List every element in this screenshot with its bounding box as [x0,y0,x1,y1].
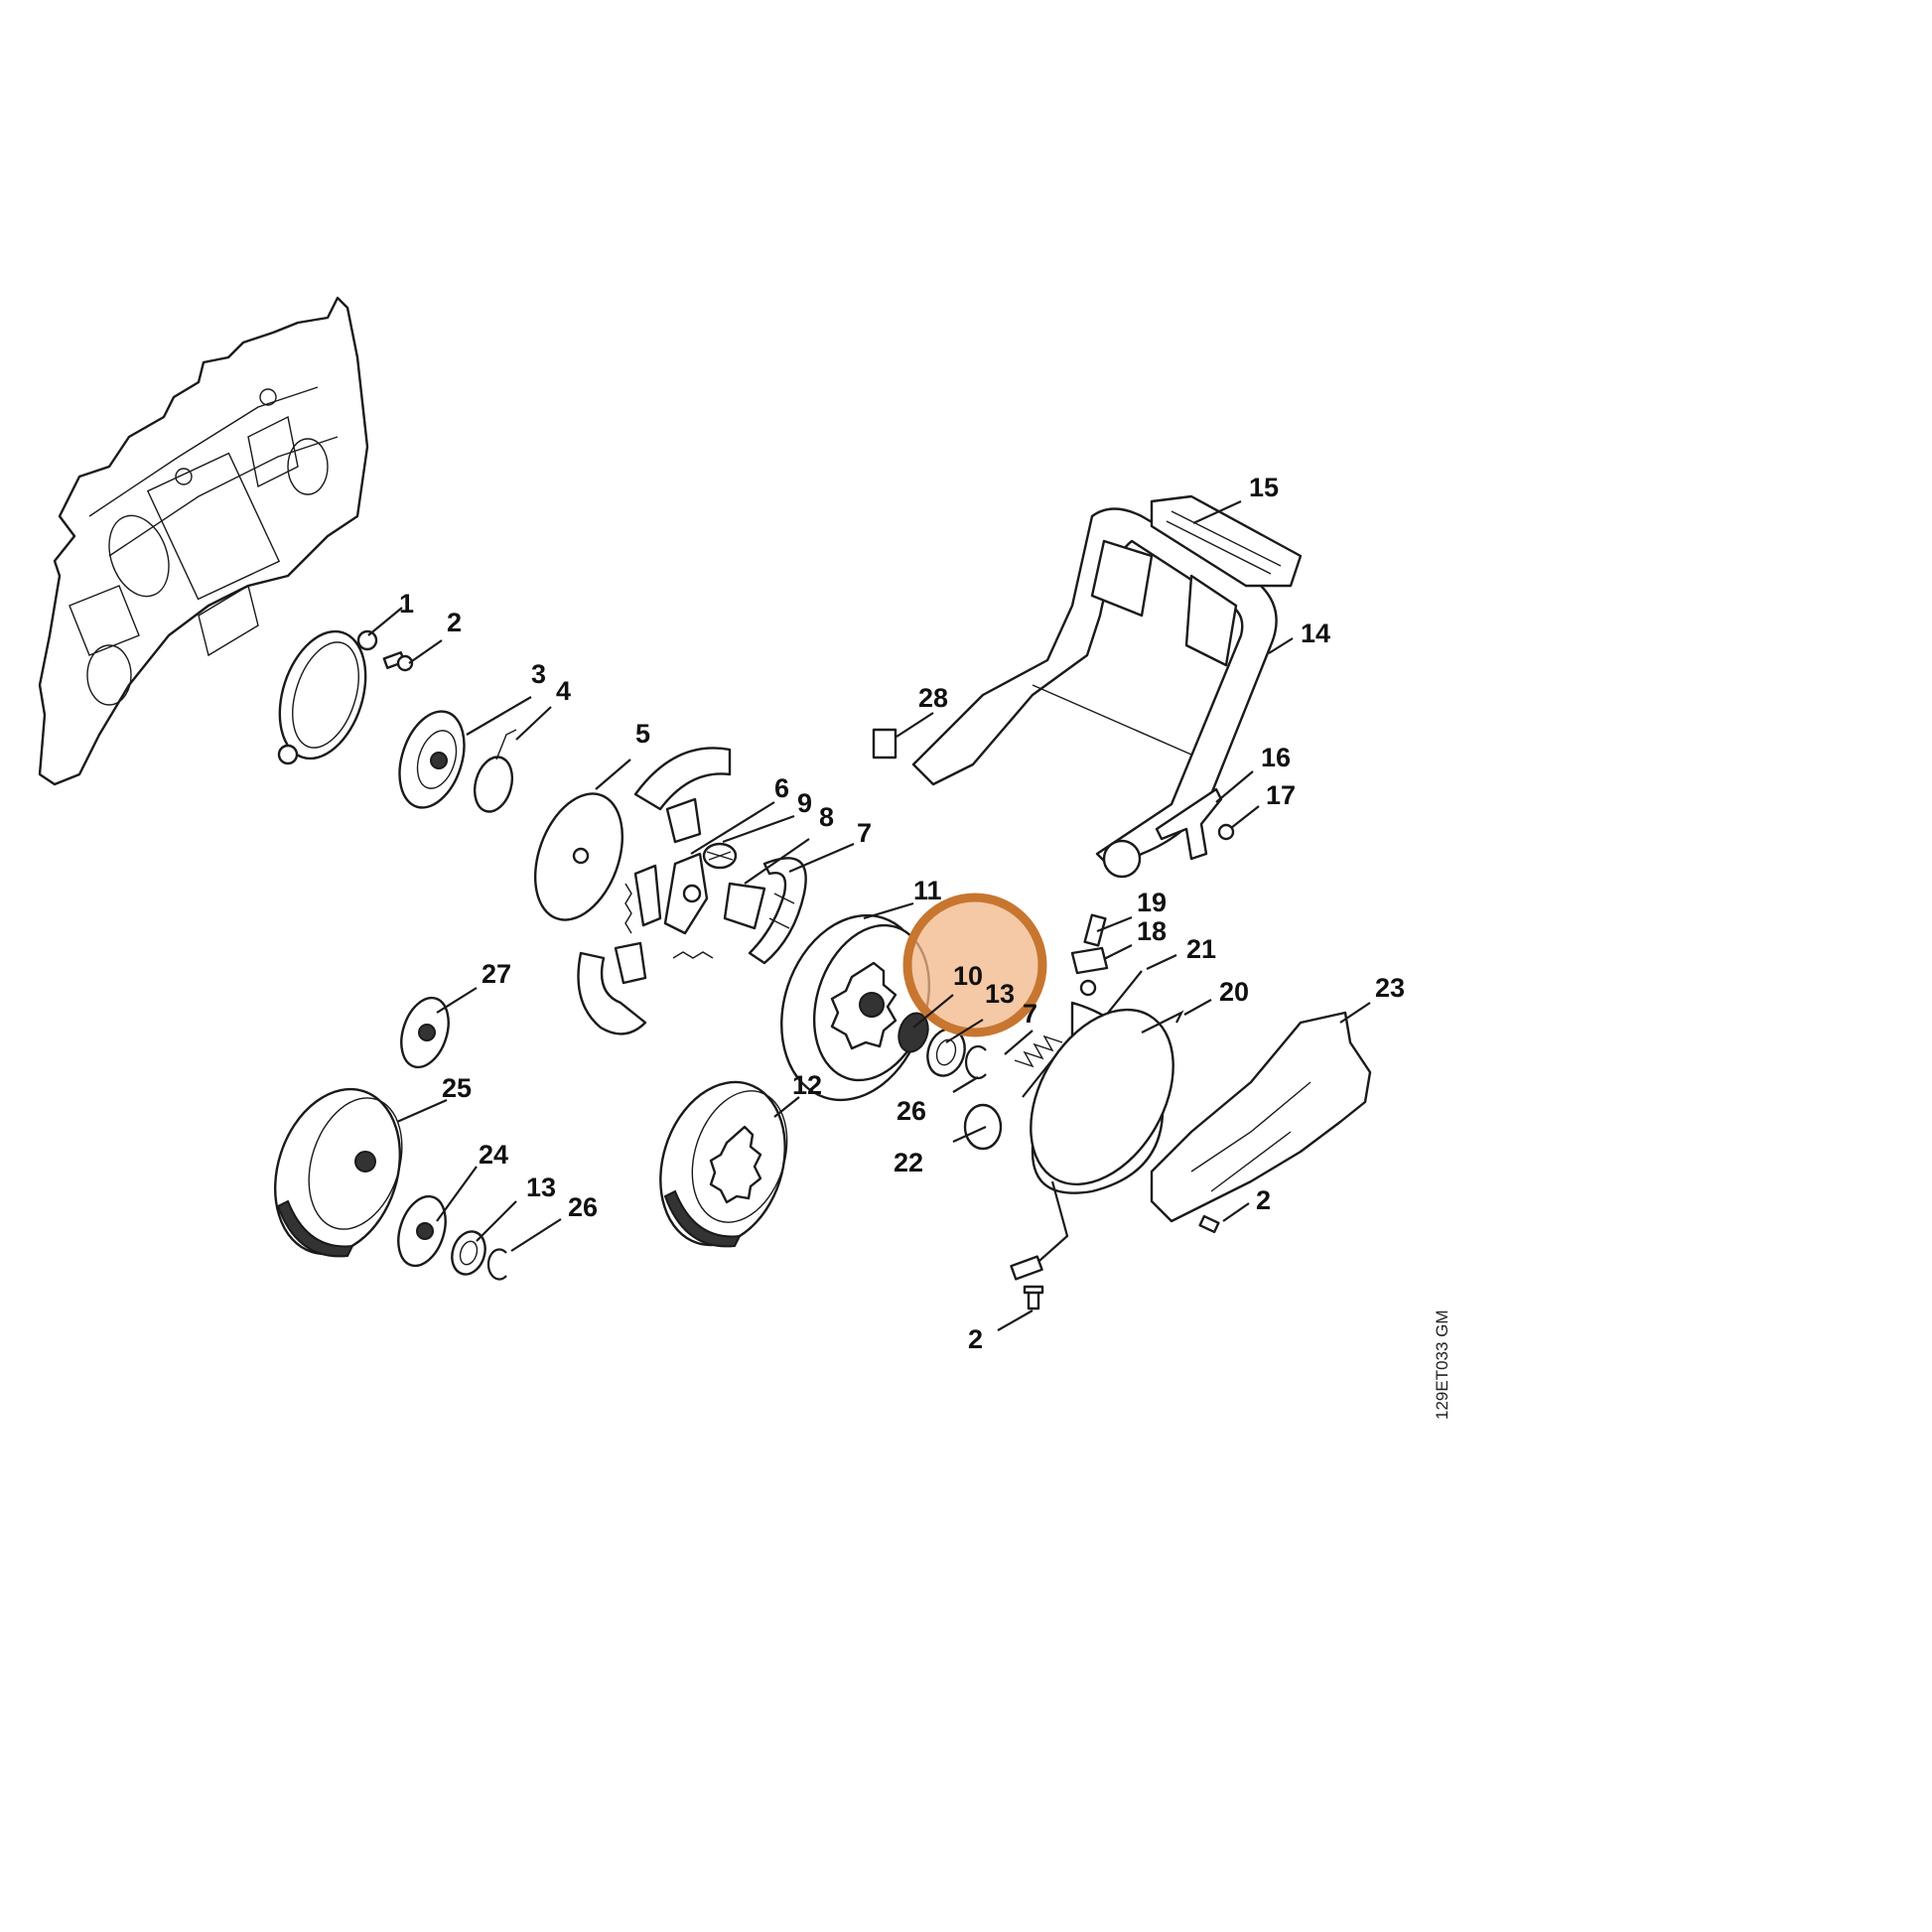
callout-20: 20 [1219,977,1249,1007]
part-2-screw-c [1023,1285,1044,1311]
callout-13-lower: 13 [526,1173,556,1202]
callout-labels: 1 2 3 4 5 6 9 8 7 11 10 13 7 15 14 28 16… [399,473,1405,1354]
part-3-gear [398,710,466,809]
callout-22: 22 [894,1148,923,1177]
callout-17-upper: 17 [1266,780,1296,810]
part-24-sprocket [397,1194,447,1268]
clutch-shoe-upper [633,747,732,844]
callout-9: 9 [797,788,812,818]
part-6-carrier [633,852,709,935]
part-23-cover [1150,1011,1372,1223]
drawing-code: 129ET033 GM [1433,1310,1451,1420]
part-25-drum [273,1087,403,1258]
part-22-sleeve [963,1103,1003,1151]
part-5-washer [533,792,624,921]
callout-24: 24 [479,1140,508,1170]
crankcase-housing [38,296,369,786]
callout-26-lower: 26 [568,1192,598,1222]
callout-10: 10 [953,961,983,991]
callout-1: 1 [399,589,414,619]
callout-17: 7 [1023,999,1037,1029]
part-4-spring-clip [473,729,517,813]
part-16-lever-link [1155,787,1223,861]
part-26-eclip [965,1044,987,1080]
callout-4: 4 [556,676,571,706]
part-27-sprocket [400,996,450,1069]
callout-18: 18 [1137,916,1167,946]
part-2-screw-a [382,651,414,672]
callout-11: 11 [913,876,942,905]
callout-21: 21 [1186,934,1216,964]
clutch-spring-right [672,951,714,959]
part-18-lever [1070,946,1109,975]
part-17-nut [1217,823,1235,841]
part-15-pad [1150,494,1303,588]
callout-7: 7 [857,818,872,848]
part-1-seal-ring [277,629,378,765]
part-11-clutch-drum [780,913,931,1102]
callout-2-right: 2 [1256,1185,1271,1215]
part-17-nut-lower [1079,979,1097,997]
part-26-eclip-lower [486,1248,507,1281]
callout-6: 6 [774,773,789,803]
callout-12: 12 [792,1070,822,1100]
callout-16: 16 [1261,743,1291,772]
callout-25: 25 [442,1073,472,1103]
clutch-shoe-lower [577,941,647,1035]
callout-8: 8 [819,802,834,832]
part-12-rim-drum [659,1080,788,1248]
part-7-clutch-shoe [748,857,807,965]
clutch-spring-left [624,883,632,934]
callout-27: 27 [482,959,511,989]
callout-13: 13 [985,979,1015,1009]
callout-3: 3 [531,659,546,689]
part-20-brake-band [1010,1001,1184,1281]
callout-26: 26 [897,1096,926,1126]
part-2-screw-b [1198,1214,1220,1234]
highlight-marker [902,893,1047,1037]
callout-19: 19 [1137,888,1167,917]
callout-5: 5 [635,719,650,749]
callout-14: 14 [1301,619,1330,648]
part-19-link [1083,913,1107,947]
leader-lines [367,500,1371,1331]
part-13-washer-lower [451,1230,486,1276]
callout-2-bottom: 2 [968,1324,983,1354]
callout-2: 2 [447,608,462,637]
part-8-clip [723,882,766,930]
callout-15: 15 [1249,473,1279,502]
part-28-pin [872,728,897,759]
callout-23: 23 [1375,973,1405,1003]
part-9-spring [702,842,738,870]
callout-28: 28 [918,683,948,713]
